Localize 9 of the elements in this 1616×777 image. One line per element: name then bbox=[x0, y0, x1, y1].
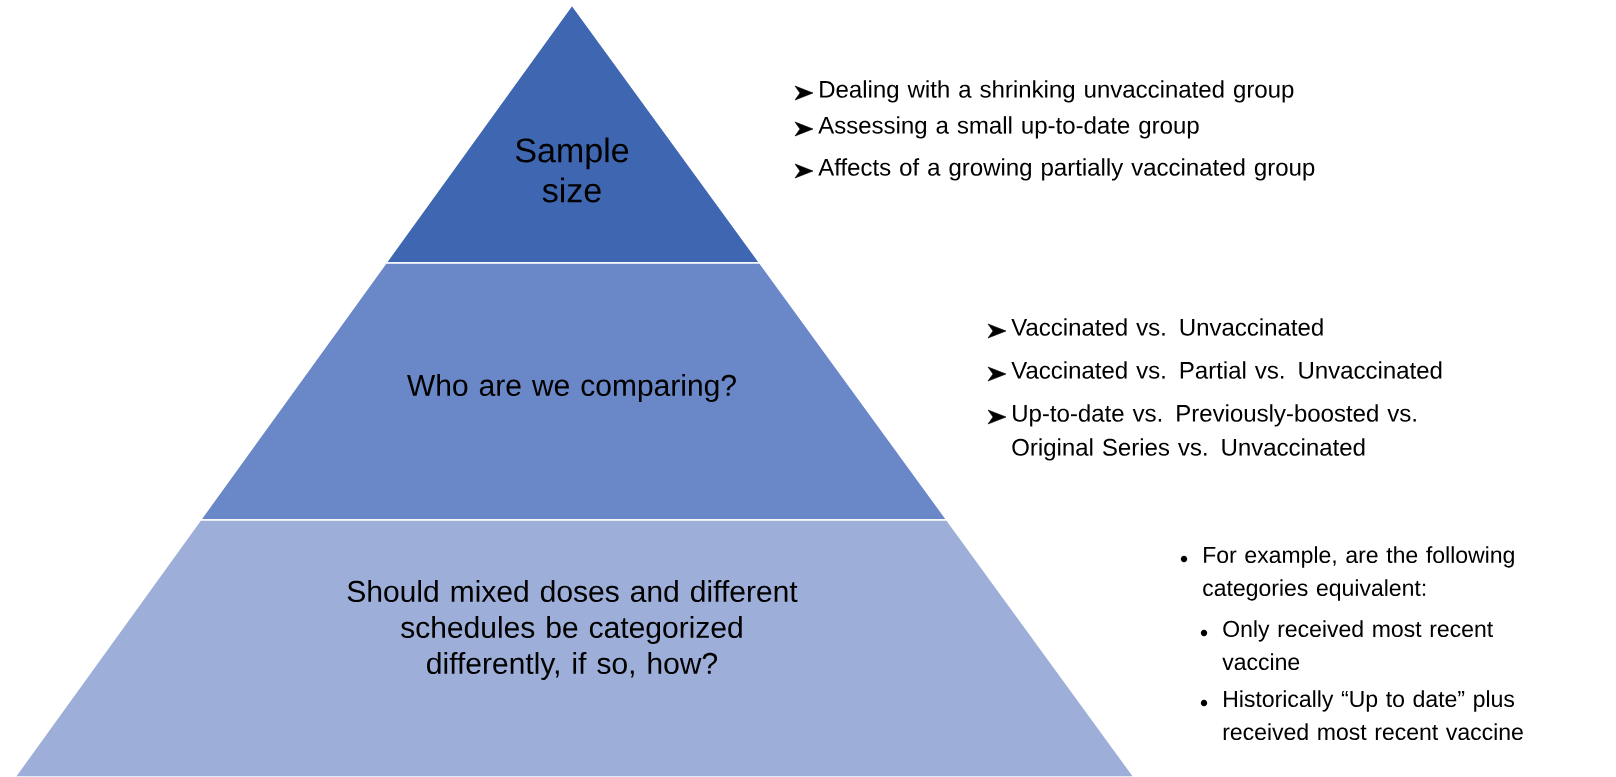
list-item: For example, are the following categories equivalent: bbox=[1180, 546, 1514, 601]
list-item: Dealing with a shrinking unvaccinated group bbox=[794, 80, 1294, 103]
list-item: Up-to-date vs. Previously-boosted vs. Original Series vs. Unvaccinated bbox=[987, 404, 1416, 461]
list-item: Historically “Up to date” plus received most recent vaccine bbox=[1200, 690, 1523, 741]
list-item: Vaccinated vs. Unvaccinated bbox=[987, 318, 1323, 339]
list-item: Vaccinated vs. Partial vs. Unvaccinated bbox=[987, 361, 1442, 382]
list-item: Only received most recent vaccine bbox=[1200, 620, 1493, 671]
list-item: Affects of a growing partially vaccinated group bbox=[794, 158, 1315, 181]
list-item: Assessing a small up-to-date group bbox=[794, 116, 1199, 139]
